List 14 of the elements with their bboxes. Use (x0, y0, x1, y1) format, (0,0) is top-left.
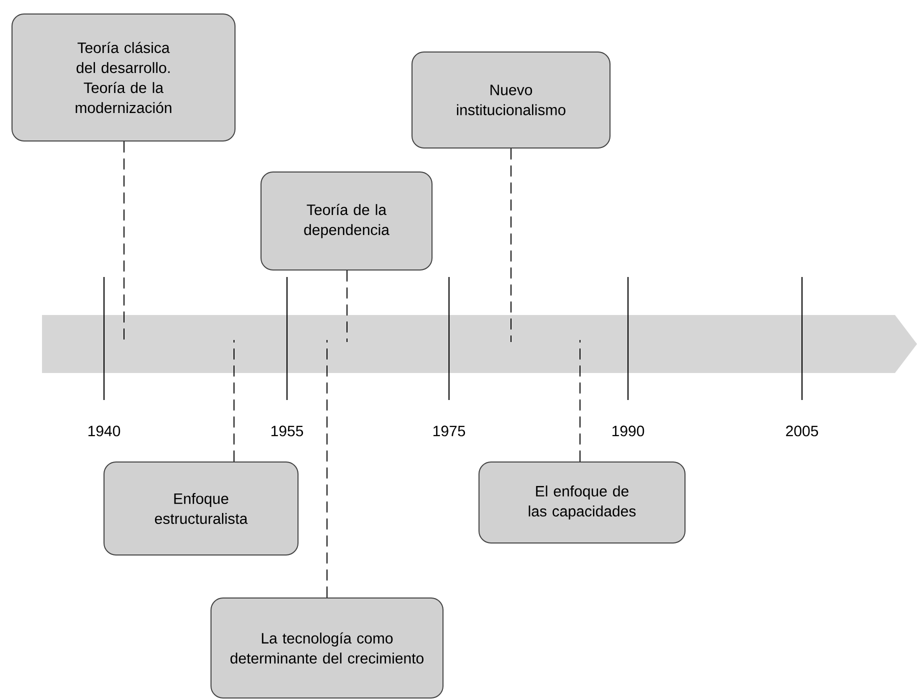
leader-line (326, 340, 328, 598)
leader-line (346, 270, 348, 342)
timeline-box: Teoría de la dependencia (260, 172, 432, 270)
timeline-box: La tecnología como determinante del crecimiento (210, 598, 444, 698)
year-label: 1975 (433, 426, 466, 436)
year-label: 1990 (612, 426, 644, 436)
timeline-box: El enfoque de las capacidades (478, 462, 686, 544)
year-label: 1940 (88, 426, 120, 436)
timeline-box: Enfoque estructuralista (104, 462, 298, 556)
timeline-box: Nuevo institucionalismo (412, 52, 610, 148)
leader-line (510, 148, 512, 342)
year-label: 1955 (271, 426, 304, 436)
year-label: 2005 (786, 426, 818, 436)
timeline-box: Teoría clásica del desarrollo. Teoría de la modernización (12, 14, 236, 142)
